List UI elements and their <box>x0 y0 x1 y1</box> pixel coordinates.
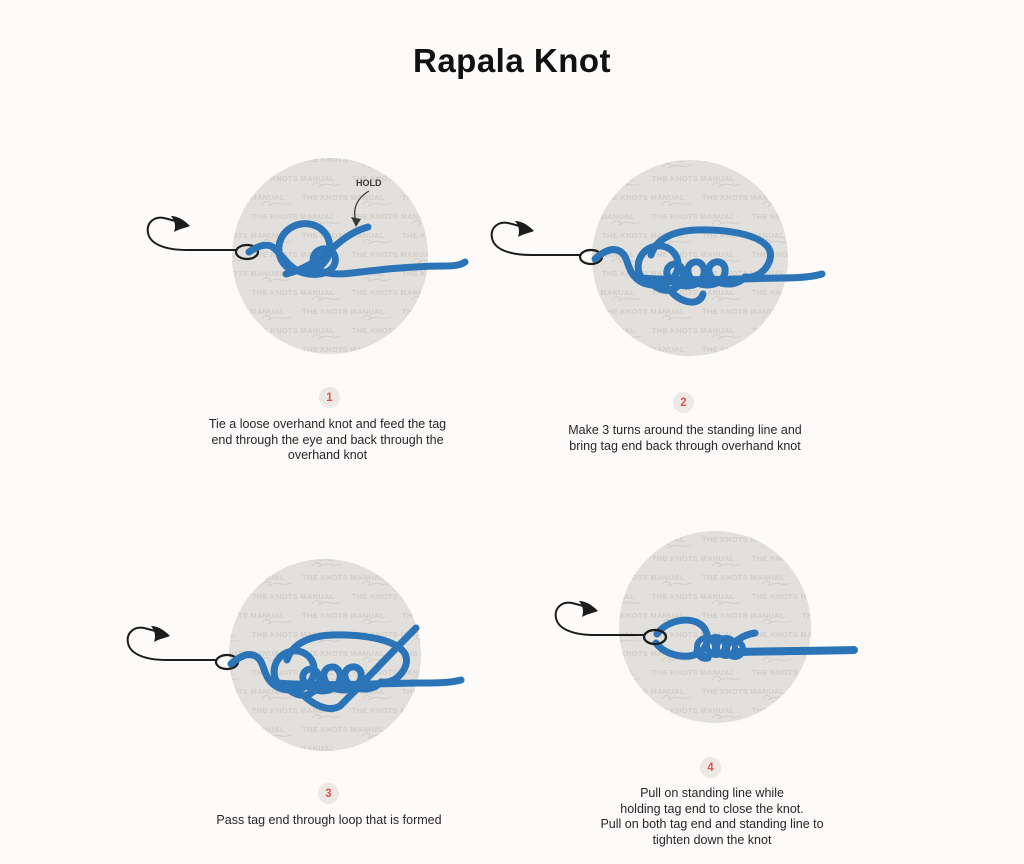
fish-hook <box>490 219 604 266</box>
knot-line-step-4 <box>652 616 858 662</box>
fish-hook <box>126 624 240 671</box>
step-circle-watermark <box>229 559 421 751</box>
step-4-figure <box>554 531 858 723</box>
step-circle-watermark <box>619 531 811 723</box>
hold-label: HOLD <box>356 178 382 188</box>
step-3-caption: Pass tag end through loop that is formed <box>216 813 442 827</box>
step-1-figure: HOLD <box>146 158 469 354</box>
knot-line-step-2 <box>591 226 826 306</box>
step-3-number-badge: 3 <box>318 783 339 804</box>
step-4-number-badge: 4 <box>700 757 721 778</box>
hold-arrow-icon <box>351 190 370 227</box>
step-2-caption: Make 3 turns around the standing line an… <box>568 423 802 453</box>
step-circle-watermark <box>592 160 788 356</box>
step-3-figure <box>126 559 465 751</box>
hook-eye-overlay <box>642 628 668 646</box>
page-title: Rapala Knot <box>412 42 612 79</box>
step-4-caption: Pull on standing line while holding tag … <box>600 786 824 847</box>
knot-line-step-3 <box>227 624 465 712</box>
step-2-figure <box>490 160 826 356</box>
step-1-number-badge: 1 <box>319 387 340 408</box>
knot-line-step-1 <box>245 220 469 278</box>
step-2-number-badge: 2 <box>673 392 694 413</box>
step-1-caption: Tie a loose overhand knot and feed the t… <box>208 417 447 462</box>
